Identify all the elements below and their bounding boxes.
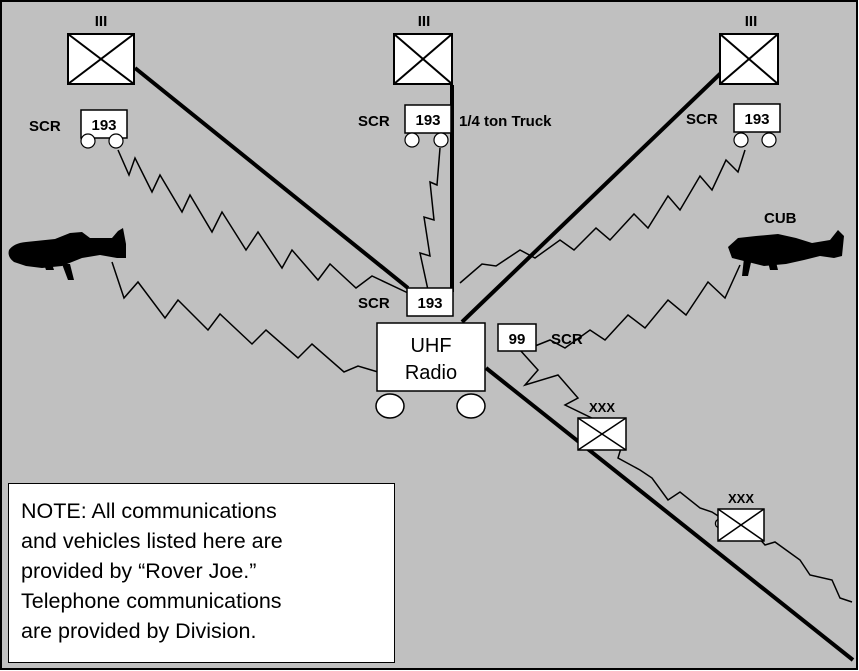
- regiment-right-echelon: III: [745, 13, 758, 30]
- scr193-left-prefix: SCR: [29, 118, 61, 135]
- wheel-icon: [375, 393, 405, 419]
- corps-lower-echelon: XXX: [728, 491, 754, 506]
- radio-link-scr99-to-corps: [519, 349, 853, 603]
- wheel-icon: [433, 132, 449, 148]
- scr99-number: 99: [509, 331, 526, 348]
- scr99[interactable]: 99 SCR: [497, 323, 583, 352]
- regiment-right[interactable]: III: [719, 13, 779, 85]
- uhf-radio-truck[interactable]: UHF Radio: [375, 322, 486, 419]
- wheel-icon: [456, 393, 486, 419]
- corps-upper[interactable]: XXX: [577, 400, 627, 451]
- radio-link-right-scr: [459, 149, 746, 284]
- wheel-icon: [733, 132, 749, 148]
- note-line: NOTE: All communications: [21, 499, 277, 523]
- scr193-central-prefix: SCR: [358, 295, 390, 312]
- phone-line-right-regiment: [460, 70, 724, 324]
- scr193-central-number: 193: [417, 295, 442, 312]
- wheel-icon: [404, 132, 420, 148]
- scr193-right-number: 193: [744, 111, 769, 128]
- scr99-prefix: SCR: [551, 331, 583, 348]
- scr193-center-prefix: SCR: [358, 113, 390, 130]
- regiment-left[interactable]: III: [67, 13, 135, 85]
- wheel-icon: [108, 133, 124, 149]
- radio-link-cub: [529, 264, 741, 349]
- regiment-left-echelon: III: [95, 13, 108, 30]
- phone-line-left-regiment: [133, 66, 410, 290]
- note-line: provided by “Rover Joe.”: [21, 559, 257, 583]
- scr193-center-number: 193: [415, 112, 440, 129]
- uhf-label: UHF: [410, 335, 451, 357]
- scr193-right-prefix: SCR: [686, 111, 718, 128]
- scr193-left[interactable]: SCR 193: [29, 109, 128, 149]
- note-line: are provided by Division.: [21, 619, 257, 643]
- scr193-central[interactable]: SCR 193: [358, 287, 454, 317]
- scr193-right[interactable]: SCR 193: [686, 103, 781, 148]
- radio-link-center-scr: [418, 147, 441, 291]
- cub-airplane-icon: CUB: [728, 210, 844, 276]
- note-line: Telephone communications: [21, 589, 282, 613]
- uhf-radio-label: Radio: [405, 362, 457, 384]
- corps-upper-echelon: XXX: [589, 400, 615, 415]
- note-line: and vehicles listed here are: [21, 529, 283, 553]
- scr193-left-number: 193: [91, 117, 116, 134]
- note-box: NOTE: All communications and vehicles li…: [8, 483, 395, 663]
- truck-label: 1/4 ton Truck: [459, 113, 552, 130]
- airplane-left-icon: [8, 228, 126, 280]
- wheel-icon: [80, 133, 96, 149]
- radio-link-left-scr: [117, 149, 409, 294]
- phone-line-to-corps: [484, 366, 855, 662]
- scr193-center[interactable]: SCR 193 1/4 ton Truck: [358, 104, 552, 148]
- corps-lower[interactable]: XXX: [714, 491, 765, 542]
- regiment-center-echelon: III: [418, 13, 431, 30]
- radio-link-left-plane: [111, 261, 379, 373]
- wheel-icon: [761, 132, 777, 148]
- cub-label: CUB: [764, 210, 797, 227]
- regiment-center[interactable]: III: [393, 13, 453, 85]
